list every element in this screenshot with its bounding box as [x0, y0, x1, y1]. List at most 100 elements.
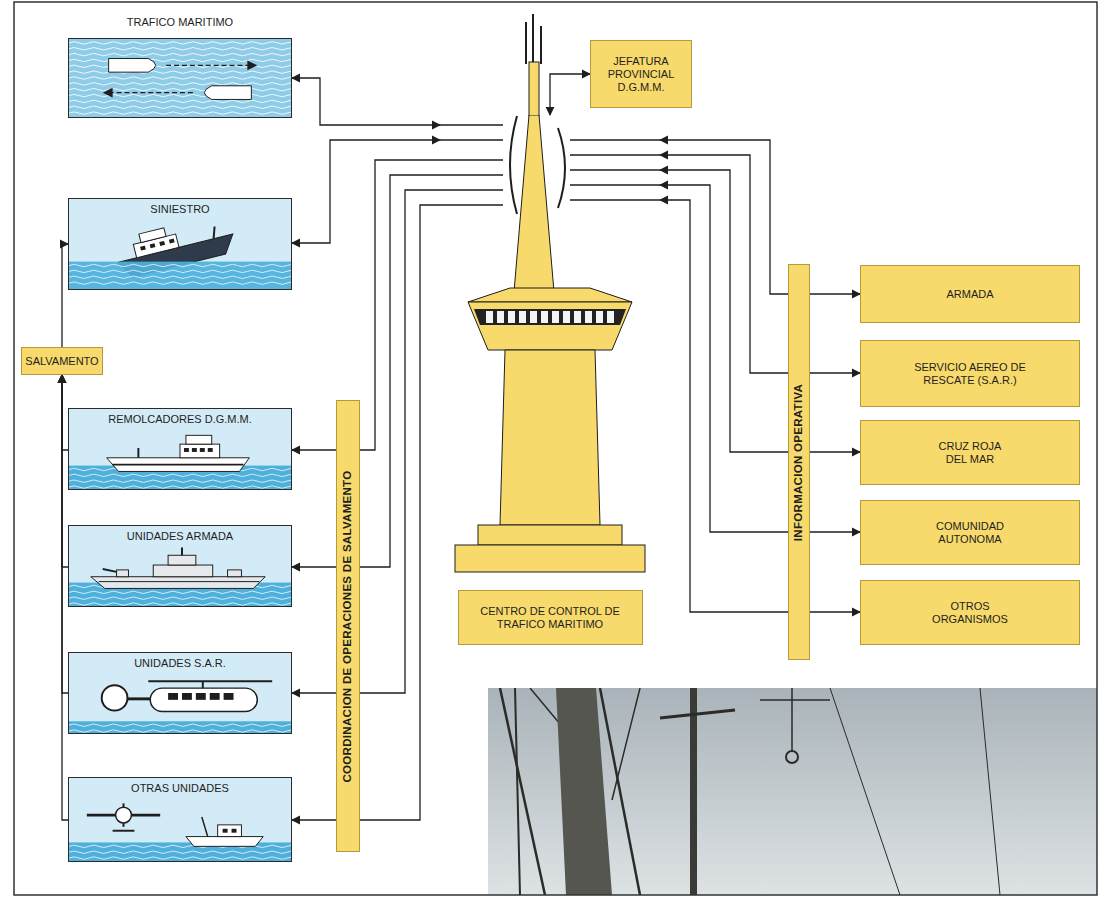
tower-drawing — [440, 115, 660, 650]
illustration-part — [202, 817, 208, 837]
antenna — [532, 14, 534, 64]
node-label: SALVAMENTO — [25, 355, 98, 368]
illustration-part — [180, 444, 220, 458]
label-box: ARMADA — [860, 265, 1080, 323]
node-label: TRAFICO MARITIMO — [127, 16, 233, 29]
node-label: UNIDADES S.A.R. — [134, 657, 226, 670]
illustration-part — [570, 199, 660, 200]
illustration-part — [218, 825, 242, 837]
illustration-part — [99, 581, 260, 582]
illustration-part — [168, 555, 196, 565]
connector — [360, 205, 440, 820]
illustration-part — [488, 688, 1097, 895]
illustration-part — [69, 857, 291, 859]
illustration-part — [211, 226, 218, 238]
label-box: COMUNIDAD AUTONOMA — [860, 500, 1080, 565]
node-label: UNIDADES ARMADA — [127, 530, 233, 543]
illustration-part — [69, 106, 291, 108]
node-label: JEFATURA PROVINCIAL D.G.M.M. — [601, 55, 681, 94]
illustration-part — [186, 435, 212, 444]
connector — [360, 175, 440, 567]
label-box: SALVAMENTO — [21, 347, 103, 375]
connector — [360, 190, 440, 693]
illustration-part — [440, 124, 503, 125]
scene-panel: UNIDADES S.A.R. — [68, 652, 292, 734]
illustration-part — [224, 693, 234, 700]
connector — [360, 160, 440, 450]
illustration-part — [570, 154, 660, 155]
illustration-part — [166, 65, 249, 66]
illustration-part — [140, 246, 146, 251]
illustration-part — [148, 680, 272, 682]
connector — [292, 819, 336, 820]
connector — [660, 185, 788, 532]
connector — [810, 293, 860, 294]
connector — [292, 78, 440, 125]
control-tower: CENTRO DE CONTROL DE TRAFICO MARITIMO — [440, 115, 660, 650]
connector — [550, 74, 590, 115]
illustration-part — [186, 837, 263, 847]
illustration-part — [117, 570, 129, 577]
illustration-part — [69, 48, 291, 50]
connector — [810, 372, 860, 373]
scene-panel: TRAFICO MARITIMO — [68, 38, 292, 118]
vertical-band: INFORMACION OPERATIVA — [788, 264, 810, 660]
illustration-part — [223, 829, 228, 833]
connector — [810, 451, 860, 452]
antenna — [540, 26, 542, 64]
connector — [660, 200, 788, 612]
illustration-part — [69, 597, 291, 599]
illustration-part — [137, 448, 139, 458]
illustration-part — [980, 688, 1000, 895]
illustration-part — [69, 42, 291, 44]
illustration-part — [500, 688, 545, 895]
illustration-part — [69, 112, 291, 114]
illustration-part — [69, 591, 291, 593]
vertical-band: COORDINACION DE OPERACIONES DE SALVAMENT… — [336, 400, 360, 852]
illustration-part — [69, 282, 291, 284]
connector — [660, 170, 788, 452]
illustration-part — [150, 243, 156, 248]
node-label: CENTRO DE CONTROL DE TRAFICO MARITIMO — [458, 590, 643, 645]
illustration-part — [552, 311, 559, 323]
illustration-part — [247, 60, 257, 70]
illustration-part — [69, 409, 291, 489]
illustration-part — [113, 830, 135, 832]
illustration-part — [116, 807, 132, 823]
illustration-part — [69, 71, 291, 73]
illustration-part — [196, 693, 206, 700]
illustration-part — [440, 204, 503, 205]
node-label: ARMADA — [946, 288, 993, 301]
illustration-part — [69, 94, 291, 96]
illustration-part — [596, 311, 603, 323]
illustration-part — [184, 448, 189, 452]
scene-panel: REMOLCADORES D.G.M.M. — [68, 408, 292, 490]
illustration-part — [508, 311, 515, 323]
connector — [810, 611, 860, 612]
label-box: OTROS ORGANISMOS — [860, 580, 1080, 645]
connector-group — [62, 74, 860, 820]
illustration-part — [182, 693, 192, 700]
illustration-part — [440, 159, 503, 160]
illustration-part — [109, 59, 156, 73]
illustration-part — [474, 309, 626, 325]
node-label: OTROS ORGANISMOS — [930, 600, 1010, 626]
node-label: COMUNIDAD AUTONOMA — [930, 520, 1010, 546]
node-label: OTRAS UNIDADES — [131, 782, 229, 795]
illustration-part — [69, 53, 291, 55]
node-label: COORDINACION DE OPERACIONES DE SALVAMENT… — [342, 470, 355, 782]
illustration-part — [514, 115, 554, 292]
illustration-part — [440, 174, 503, 175]
connector — [660, 155, 788, 373]
scene-panel: SINIESTRO — [68, 198, 292, 290]
illustration-part — [519, 311, 526, 323]
label-box: JEFATURA PROVINCIAL D.G.M.M. — [590, 40, 692, 108]
illustration-part — [69, 474, 291, 476]
illustration-part — [69, 264, 291, 266]
illustration-part — [530, 311, 537, 323]
illustration-part — [102, 685, 128, 710]
illustration-part — [455, 545, 645, 572]
illustration-part — [510, 116, 517, 214]
illustration-part — [111, 92, 193, 93]
